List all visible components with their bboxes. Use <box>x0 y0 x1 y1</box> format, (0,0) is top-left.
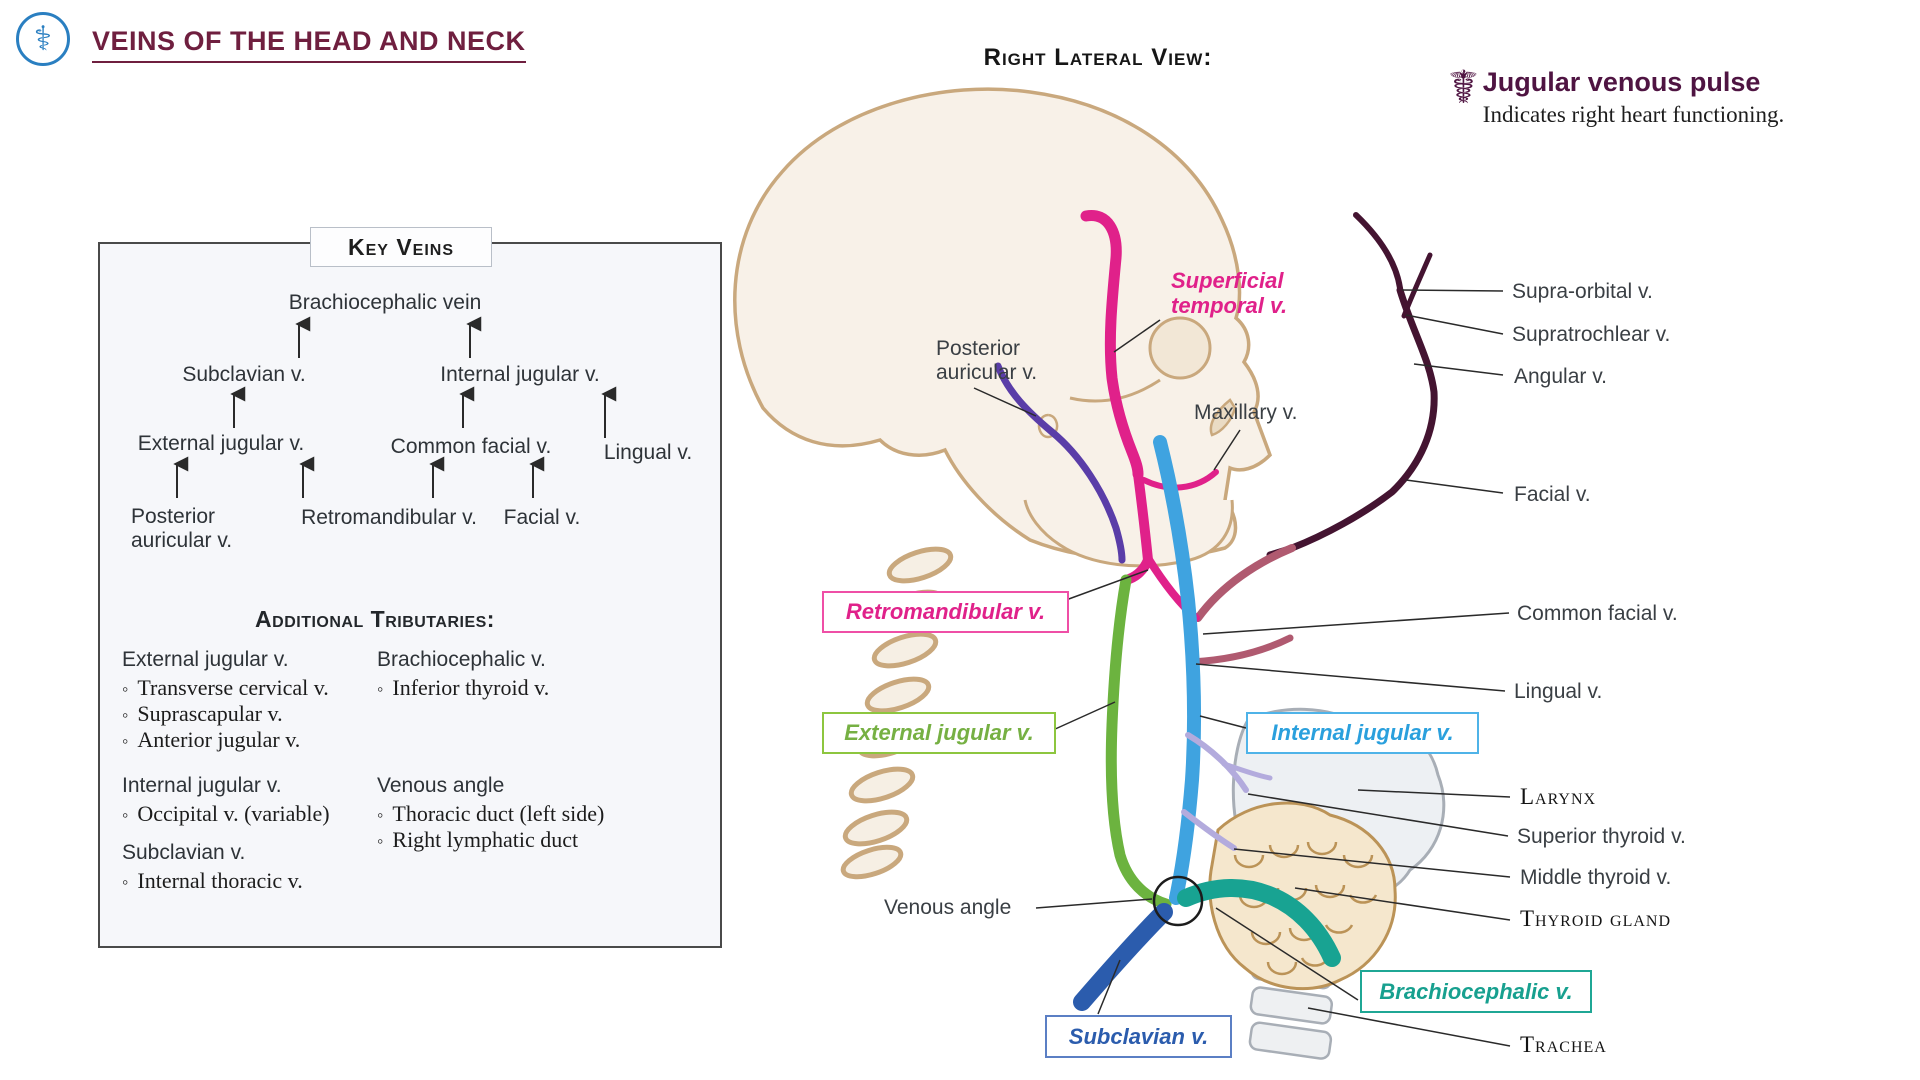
venous-angle-circle <box>1152 875 1204 927</box>
subclavian-vein <box>1073 903 1173 1011</box>
label-maxillary: Maxillary v. <box>1194 401 1298 424</box>
tributary-item: Suprascapular v. <box>122 701 329 727</box>
common-facial-vein <box>1194 544 1296 622</box>
tributary-parent: Internal jugular v. <box>122 774 282 797</box>
node-lingual: Lingual v. <box>603 441 693 464</box>
tributary-item: Thoracic duct (left side) <box>377 801 604 827</box>
tributary-item: Inferior thyroid v. <box>377 675 549 701</box>
jvp-callout: ☤ Jugular venous pulse Indicates right h… <box>1448 61 1785 128</box>
node-subclavian: Subclavian v. <box>182 363 306 386</box>
label-larynx: Larynx <box>1520 784 1597 809</box>
label-angular: Angular v. <box>1514 365 1607 388</box>
tributary-parent: Venous angle <box>377 774 505 797</box>
jvp-title: Jugular venous pulse <box>1482 67 1761 97</box>
tributary-item: Occipital v. (variable) <box>122 801 329 827</box>
tributary-item: Right lymphatic duct <box>377 827 604 853</box>
label-thyroid-gland: Thyroid gland <box>1520 906 1672 931</box>
eye-orbit <box>1148 316 1212 380</box>
maxillary-vein <box>1141 469 1219 491</box>
tributary-group: Brachiocephalic v. Inferior thyroid v. <box>377 648 549 701</box>
boxed-label-retromandibular: Retromandibular v. <box>822 591 1069 633</box>
rod-of-asclepius-icon: ⚕ <box>16 12 70 66</box>
tributary-group: Venous angle Thoracic duct (left side) R… <box>377 774 604 853</box>
boxed-label-external-jugular: External jugular v. <box>822 712 1056 754</box>
label-facial: Facial v. <box>1514 483 1591 506</box>
label-trachea: Trachea <box>1520 1032 1607 1057</box>
boxed-label-subclavian: Subclavian v. <box>1045 1015 1232 1058</box>
mandible-shape <box>1023 499 1234 568</box>
view-heading: Right Lateral View: <box>983 44 1213 71</box>
flowchart-arrows <box>173 316 617 498</box>
additional-tributaries-heading: Additional Tributaries: <box>255 606 495 632</box>
tributary-group: Internal jugular v. Occipital v. (variab… <box>122 774 330 827</box>
tributary-item: Internal thoracic v. <box>122 868 302 894</box>
superior-thyroid-branch <box>1221 761 1273 781</box>
tributary-item: Transverse cervical v. <box>122 675 328 701</box>
caduceus-icon: ☤ <box>1448 61 1479 113</box>
jvp-subtitle: Indicates right heart functioning. <box>1482 102 1785 128</box>
node-brachiocephalic: Brachiocephalic vein <box>288 291 482 314</box>
tributary-parent: External jugular v. <box>122 648 289 671</box>
leader-lines <box>973 289 1511 1047</box>
boxed-label-brachiocephalic: Brachiocephalic v. <box>1360 970 1592 1013</box>
label-superior-thyroid: Superior thyroid v. <box>1517 825 1686 848</box>
superior-thyroid-vein <box>1185 732 1249 793</box>
label-common-facial: Common facial v. <box>1517 602 1678 625</box>
label-middle-thyroid: Middle thyroid v. <box>1520 866 1672 889</box>
node-facial: Facial v. <box>503 506 581 529</box>
node-internal-jugular: Internal jugular v. <box>440 363 600 386</box>
key-veins-title: Key Veins <box>310 227 492 267</box>
middle-thyroid-vein <box>1181 809 1237 851</box>
lingual-vein <box>1188 634 1294 666</box>
nasal-aperture <box>1209 398 1237 437</box>
superficial-temporal-vein <box>1080 210 1144 480</box>
supra-orbital-vein <box>1353 212 1403 291</box>
label-supratrochlear: Supratrochlear v. <box>1512 323 1671 346</box>
node-external-jugular: External jugular v. <box>137 432 305 455</box>
tributary-group: Subclavian v. Internal thoracic v. <box>122 841 303 894</box>
thyroid-gland-shape <box>1208 801 1397 991</box>
tributary-item: Anterior jugular v. <box>122 727 329 753</box>
label-posterior-auricular: Posterior auricular v. <box>936 337 1038 385</box>
node-common-facial: Common facial v. <box>390 435 552 458</box>
tributary-group: External jugular v. Transverse cervical … <box>122 648 329 753</box>
tributary-parent: Subclavian v. <box>122 841 246 864</box>
brachiocephalic-vein <box>1177 879 1341 967</box>
label-venous-angle: Venous angle <box>884 896 1012 919</box>
node-posterior-auricular: Posterior auricular v. <box>131 505 233 552</box>
posterior-auricular-vein <box>994 362 1126 564</box>
node-retromandibular: Retromandibular v. <box>301 506 477 529</box>
label-superficial-temporal: Superficial temporal v. <box>1171 268 1288 319</box>
page-title: VEINS OF THE HEAD AND NECK <box>92 26 526 63</box>
external-jugular-vein <box>1105 574 1172 910</box>
internal-jugular-vein <box>1153 435 1202 905</box>
boxed-label-internal-jugular: Internal jugular v. <box>1246 712 1479 754</box>
tributary-parent: Brachiocephalic v. <box>377 648 546 671</box>
label-supra-orbital: Supra-orbital v. <box>1512 280 1653 303</box>
skull-shape <box>733 87 1273 568</box>
label-lingual: Lingual v. <box>1514 680 1603 703</box>
